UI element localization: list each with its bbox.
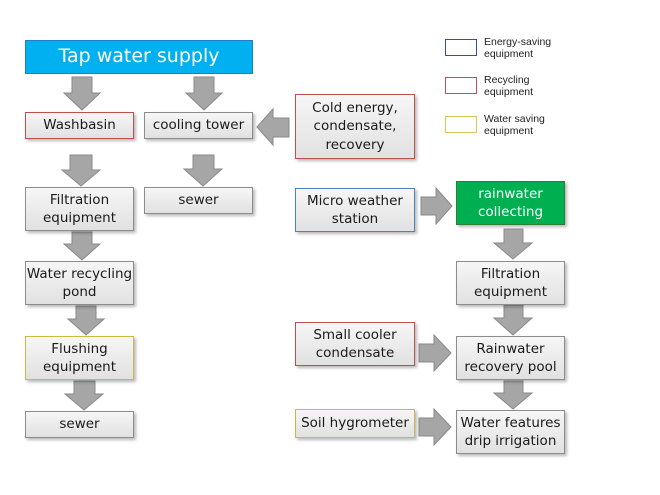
cooling-tower-box: cooling tower [144, 112, 253, 139]
rainwater-recovery-pool-box: Rainwater recovery pool [456, 336, 565, 380]
filtration-equipment-left-box: Filtration equipment [25, 187, 134, 231]
arrow-weather-to-rain [420, 186, 453, 226]
arrow-soil-to-features [418, 407, 452, 447]
arrow-pool-to-features [492, 380, 534, 410]
legend-energy-label: Energy-saving equipment [484, 36, 552, 61]
filtration-equipment-right-box: Filtration equipment [456, 261, 565, 305]
sewer-box-bottom: sewer [25, 411, 134, 438]
arrow-cold-to-cooling [256, 107, 290, 147]
rainwater-collecting-box: rainwater collecting [456, 181, 565, 225]
legend-recycle-label: Recycling equipment [484, 74, 534, 99]
arrow-filtration-to-pond [62, 231, 102, 261]
arrow-tap-to-washbasin [62, 76, 102, 111]
washbasin-box: Washbasin [25, 112, 134, 139]
legend-water-label: Water saving equipment [484, 113, 545, 138]
sewer-box-top: sewer [144, 187, 253, 214]
arrow-tap-to-cooling [184, 76, 224, 111]
arrow-washbasin-to-filtration [60, 154, 102, 187]
small-cooler-condensate-box: Small cooler condensate [295, 322, 415, 366]
arrow-filtration-to-pool [492, 304, 534, 336]
arrow-flushing-to-sewer [63, 380, 105, 411]
soil-hygrometer-box: Soil hygrometer [295, 409, 415, 438]
arrow-cooler-to-pool [418, 333, 452, 373]
flushing-equipment-box: Flushing equipment [25, 336, 134, 380]
arrow-rain-to-filtration [492, 228, 534, 260]
water-features-box: Water features drip irrigation [456, 410, 565, 454]
arrow-cooling-to-sewer [182, 154, 224, 187]
tap-water-supply-box: Tap water supply [25, 40, 253, 74]
legend-energy-swatch [445, 39, 477, 56]
cold-energy-box: Cold energy, condensate, recovery [295, 94, 415, 159]
micro-weather-station-box: Micro weather station [295, 188, 415, 232]
water-recycling-pond-box: Water recycling pond [25, 261, 134, 305]
arrow-pond-to-flushing [66, 305, 106, 336]
legend-water-swatch [445, 116, 477, 133]
legend-recycle-swatch [445, 77, 477, 94]
